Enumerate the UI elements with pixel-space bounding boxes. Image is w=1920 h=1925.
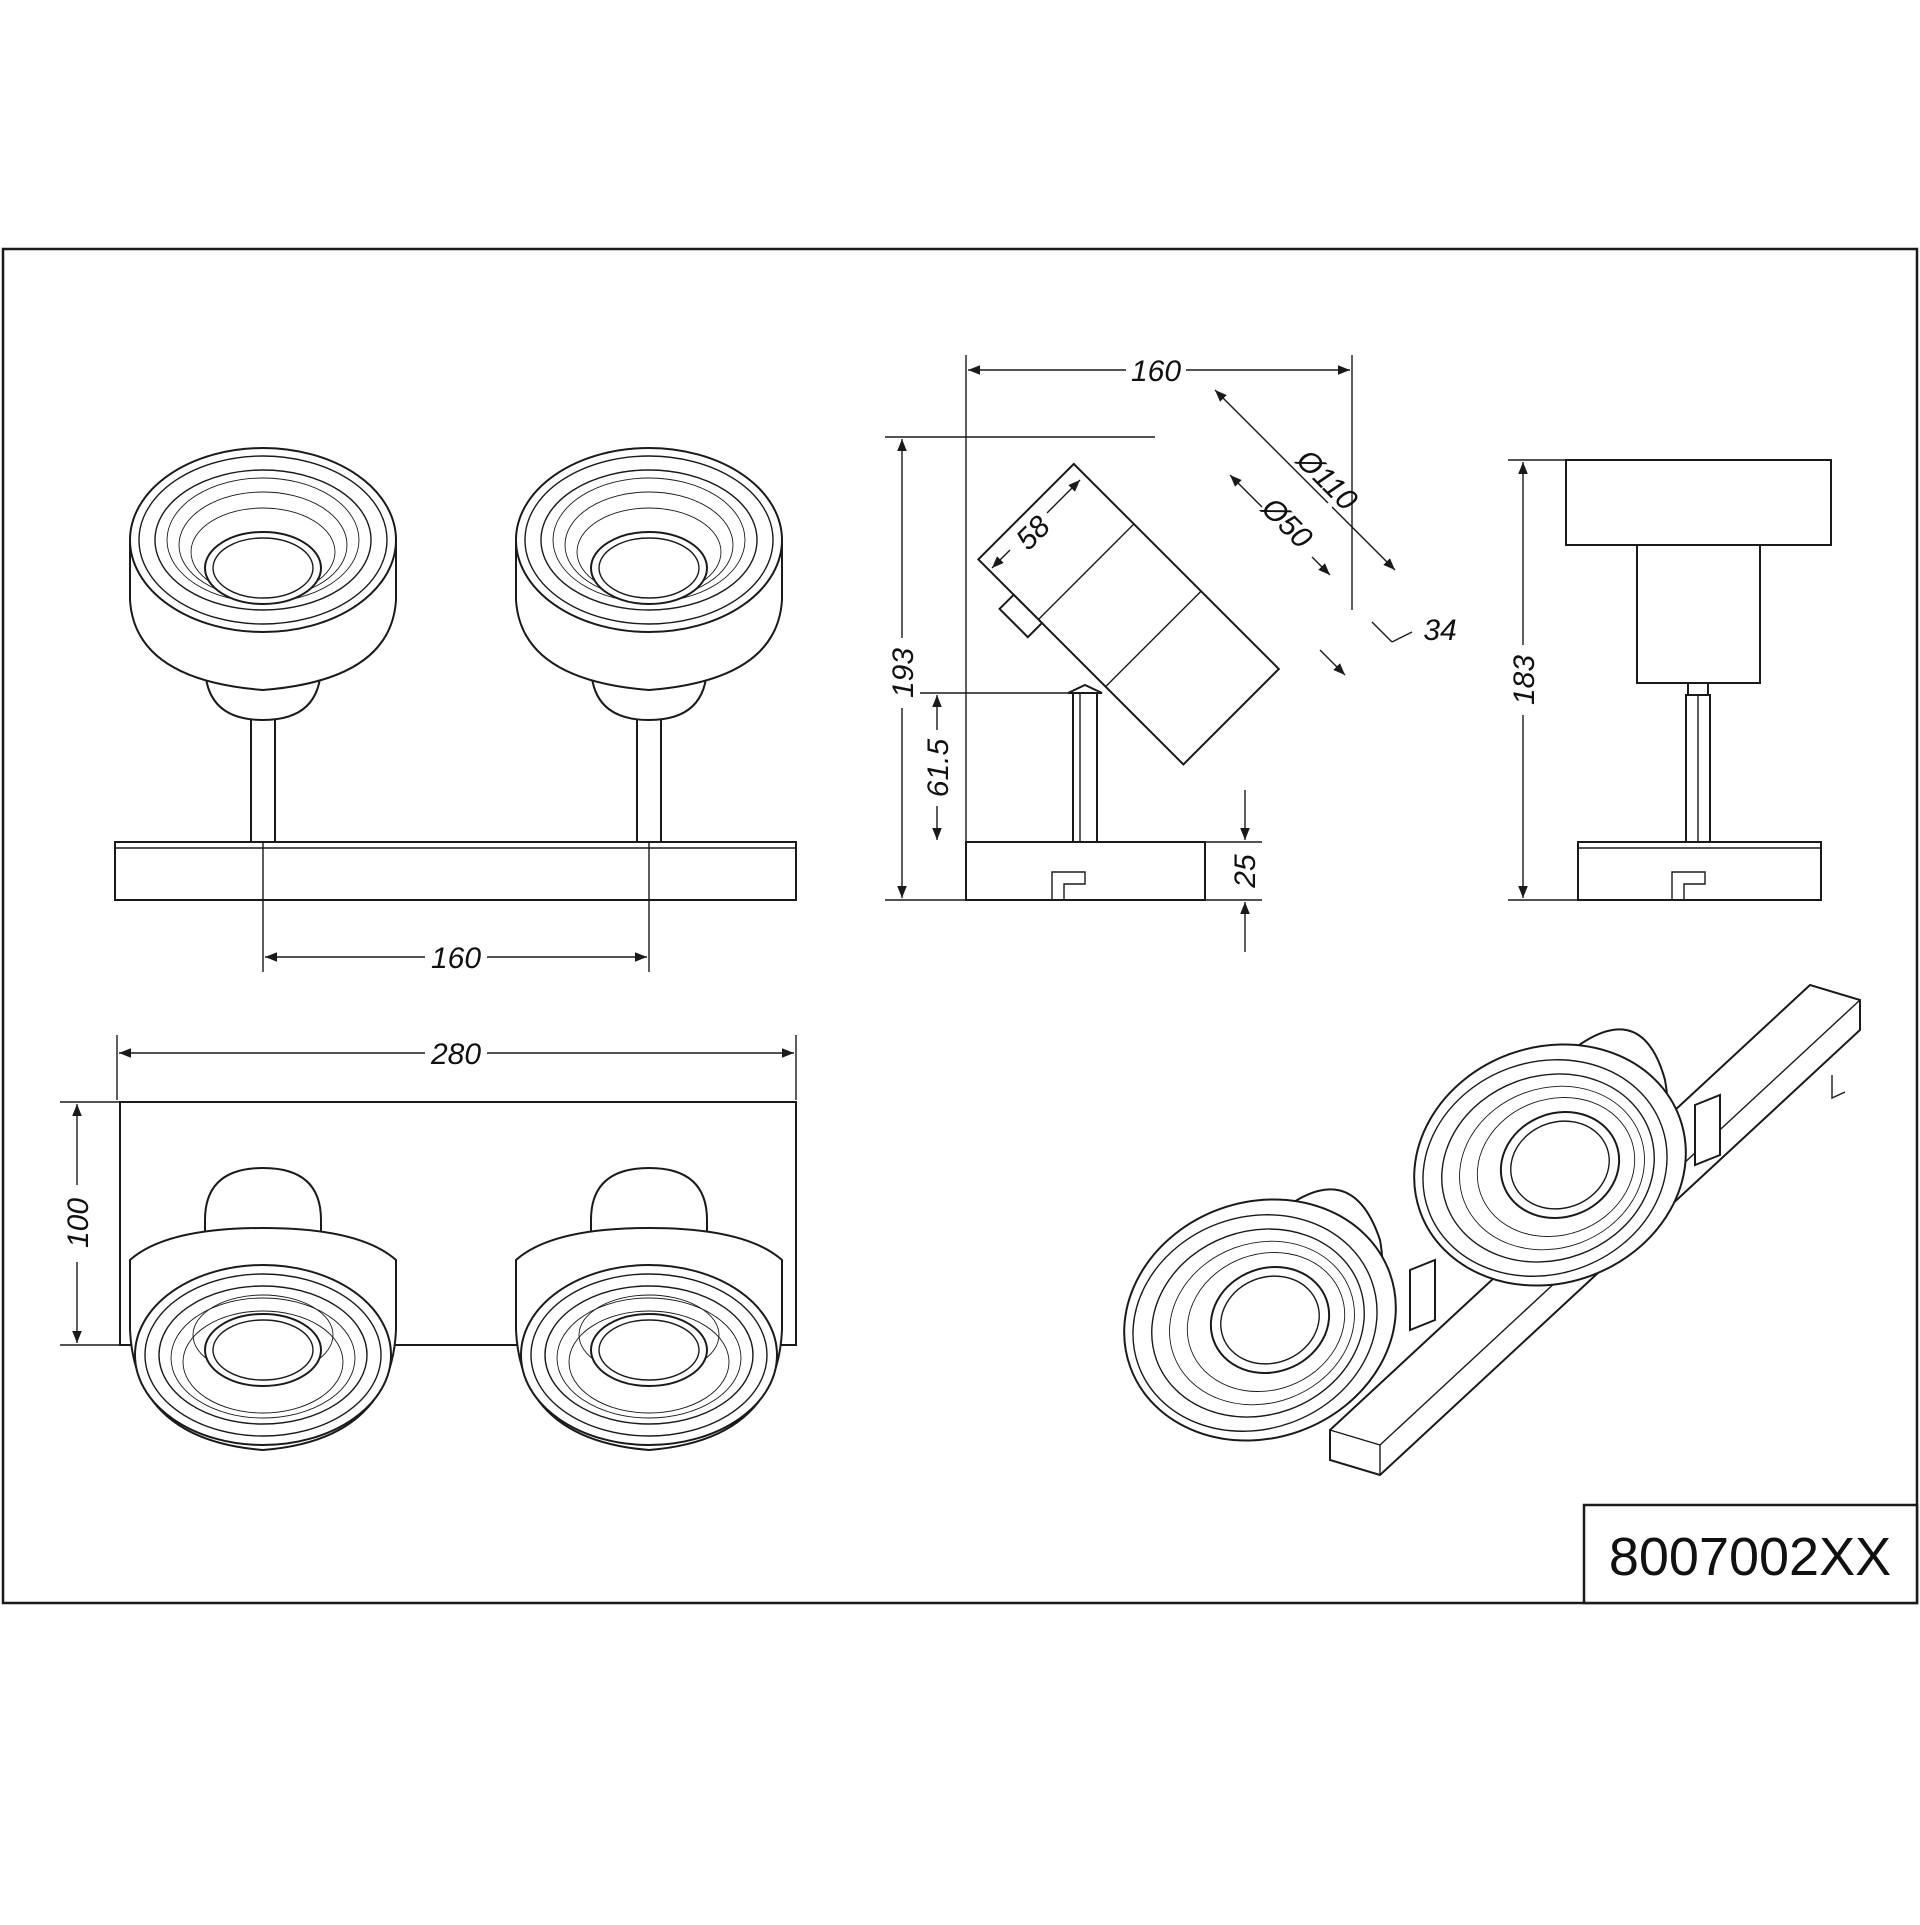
top-depth-dim: 100 (62, 1198, 95, 1248)
lens-diameter-dim: Ø50 (1254, 491, 1318, 555)
back-view: 183 (1508, 459, 1832, 901)
iso-spot-rear (1413, 1028, 1687, 1287)
iso-spot-front (1123, 1188, 1397, 1442)
top-view: 280 100 (60, 1035, 797, 1452)
side-arm-height-dim: 61.5 (922, 738, 955, 797)
lens-offset-dim: 34 (1423, 614, 1456, 647)
product-code: 8007002XX (1609, 1527, 1891, 1587)
title-block: 8007002XX (1582, 1503, 1919, 1605)
top-length-dim: 280 (430, 1038, 481, 1071)
front-spot-left (129, 447, 397, 722)
top-spot-right (515, 1166, 783, 1452)
side-width-dim: 160 (1131, 355, 1181, 388)
drawing-border (1, 247, 1919, 1605)
front-view: 160 (114, 447, 797, 975)
base-height-dim: 25 (1229, 854, 1262, 889)
side-view: 160 193 61.5 Ø110 Ø50 (885, 355, 1457, 952)
front-spot-right (515, 447, 783, 722)
top-spot-left (129, 1166, 397, 1452)
back-height-dim: 183 (1508, 655, 1541, 705)
side-height-dim: 193 (887, 648, 920, 698)
isometric-view (1123, 983, 1861, 1477)
front-spacing-dim: 160 (431, 942, 481, 975)
